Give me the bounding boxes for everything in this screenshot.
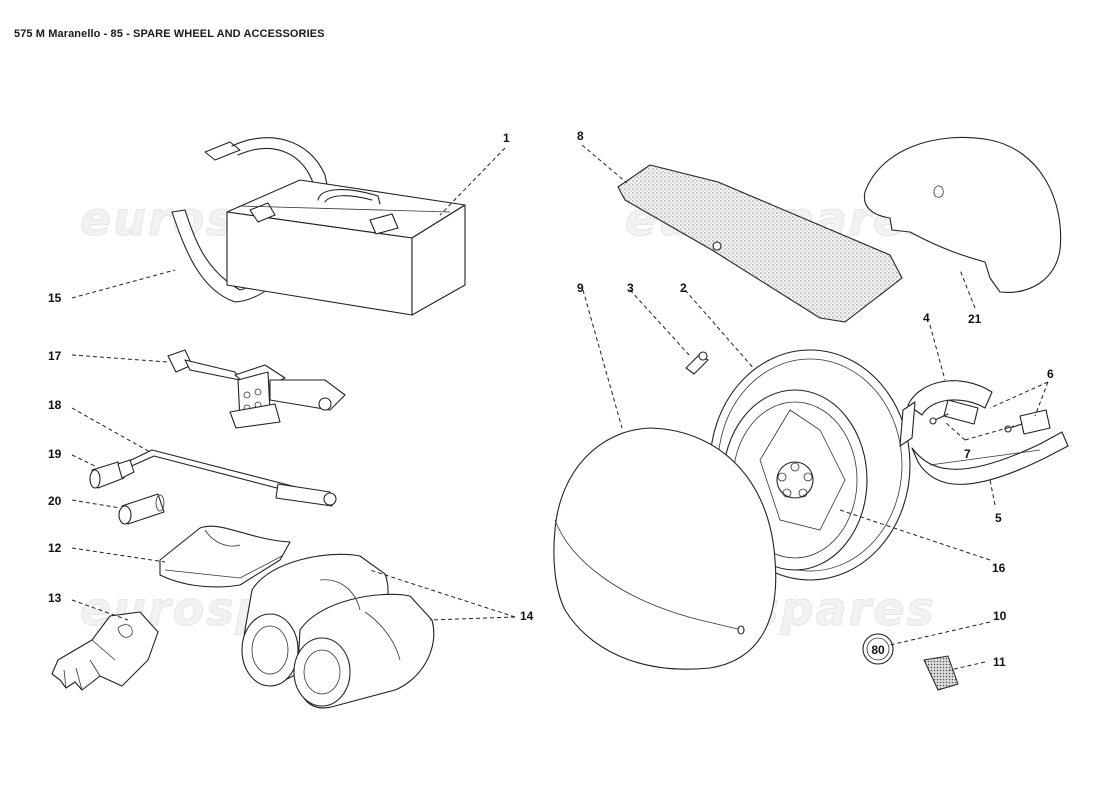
callout-13[interactable]: 13: [48, 591, 62, 605]
callout-19[interactable]: 19: [48, 447, 62, 461]
cloth-part-12[interactable]: [159, 525, 291, 588]
callout-17[interactable]: 17: [48, 349, 62, 363]
callout-1[interactable]: 1: [503, 131, 510, 145]
wheel-shell-part-21[interactable]: [863, 136, 1062, 293]
callout-15[interactable]: 15: [48, 291, 62, 305]
bracket-part-5[interactable]: [911, 431, 1069, 485]
callout-20[interactable]: 20: [48, 494, 62, 508]
callout-12[interactable]: 12: [48, 541, 62, 555]
callout-16[interactable]: 16: [992, 561, 1006, 575]
badge-text: 80: [871, 643, 885, 657]
jack-part-17[interactable]: [167, 349, 346, 429]
glove-part-13[interactable]: [51, 611, 159, 691]
wheel-covers-part-14[interactable]: [241, 553, 435, 709]
bracket-part-4[interactable]: [899, 380, 993, 447]
callout-labels: 1 2 3 4 5 6 7 8 9 10 11 12 13 14 15 16 1…: [48, 129, 1054, 669]
callout-11[interactable]: 11: [993, 655, 1006, 669]
speed-badge-part-10[interactable]: 80: [862, 633, 894, 665]
tool-bag-part-1[interactable]: [226, 179, 466, 316]
callout-5[interactable]: 5: [995, 511, 1002, 525]
callout-7[interactable]: 7: [964, 447, 971, 461]
label-part-11[interactable]: [923, 655, 959, 691]
wheel-brace-part-18[interactable]: [126, 449, 337, 507]
leader-lines: [71, 144, 1049, 671]
callout-14[interactable]: 14: [520, 609, 534, 623]
socket-part-19[interactable]: [89, 459, 135, 489]
callout-9[interactable]: 9: [577, 281, 584, 295]
socket-part-20[interactable]: [118, 493, 165, 525]
callout-10[interactable]: 10: [993, 609, 1007, 623]
callout-6[interactable]: 6: [1047, 367, 1054, 381]
screw-part-7[interactable]: [929, 413, 1023, 433]
callout-4[interactable]: 4: [923, 311, 930, 325]
callout-21[interactable]: 21: [968, 312, 982, 326]
callout-18[interactable]: 18: [48, 398, 62, 412]
callout-8[interactable]: 8: [577, 129, 584, 143]
carpet-part-8[interactable]: [617, 164, 903, 323]
callout-2[interactable]: 2: [680, 281, 687, 295]
callout-3[interactable]: 3: [627, 281, 634, 295]
plate-part-6[interactable]: [943, 399, 1051, 435]
valve-part-3[interactable]: [685, 351, 709, 375]
page-title: 575 M Maranello - 85 - SPARE WHEEL AND A…: [14, 28, 325, 40]
wheel-bag-part-9[interactable]: [553, 427, 777, 670]
